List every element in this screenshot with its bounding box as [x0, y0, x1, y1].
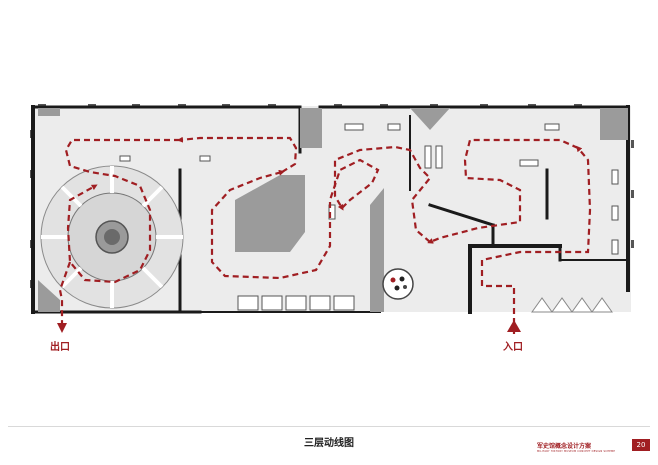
- project-subtitle: MILITARY HISTORY MUSEUM CONCEPT DESIGN S…: [537, 450, 616, 453]
- circulation-route: [57, 136, 592, 334]
- rotunda: [40, 165, 184, 309]
- page-title: 三层动线图: [304, 438, 354, 449]
- footer-divider: [8, 426, 650, 427]
- project-title: 军史馆概念设计方案: [537, 443, 592, 450]
- entry-label: 入口: [503, 342, 523, 353]
- triangular-panels: [531, 297, 613, 313]
- round-display: [382, 268, 414, 300]
- display-cases: [119, 123, 619, 311]
- service-blocks: [38, 108, 628, 312]
- page-number: 20: [632, 439, 650, 451]
- exit-label: 出口: [50, 342, 70, 353]
- entry-arrow: [507, 320, 521, 332]
